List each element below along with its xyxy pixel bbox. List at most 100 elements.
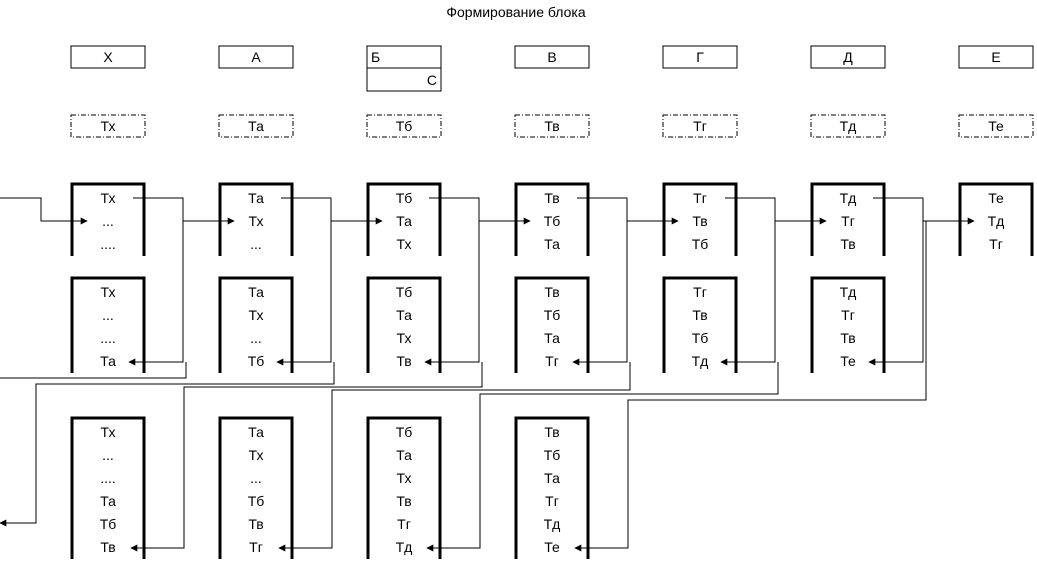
nodes-layer: ХТхТх.......Тх.......ТаТх.......ТаТбТвАТ… [70,45,1034,559]
connector-arrow [276,221,332,366]
stack-entry: Тх [101,190,116,206]
stack-entry: Тв [100,539,115,555]
label-box-g [662,45,738,69]
stack-entry: Тг [841,213,855,229]
stack-entry: Тх [397,330,412,346]
stack1-a: ТаТх... [218,182,294,256]
token-box-x [70,114,146,138]
stack-entry: Тб [544,307,561,323]
stack-frame [218,416,294,559]
label-text-b: Б [371,49,380,65]
label-box-e [958,45,1034,69]
label-box-d [810,45,886,69]
stack-entry: Тд [840,284,857,300]
token-box-b [366,114,442,138]
stack-entry: Та [100,493,116,509]
connector-arrow [0,362,335,527]
stack-frame [514,182,590,256]
stack-entry: Тв [840,236,855,252]
stack-entry: Тх [397,236,412,252]
stack-entry: Та [396,447,412,463]
stack-entry: Тг [397,516,411,532]
stack-entry: Тх [101,284,116,300]
stack-entry: Тх [249,307,264,323]
stack-entry: Тб [248,493,265,509]
connector-arrow [130,362,483,552]
token-box-v [514,114,590,138]
connector-arrow [868,221,924,366]
stack-entry: ... [250,236,262,252]
token-text-e: Те [988,118,1004,134]
stack-entry: Тв [840,330,855,346]
stack-entry: Тв [396,353,411,369]
stack-entry: Тд [840,190,857,206]
stack-entry: Тб [544,447,561,463]
stack-entry: Тг [841,307,855,323]
connector-line [873,197,924,221]
token-box-d [810,114,886,138]
stack-entry: Тв [396,493,411,509]
stack-entry: Тд [544,516,561,532]
stack-entry: Тг [693,284,707,300]
stack-frame [366,182,442,256]
stack2-x: Тх.......Та [70,276,146,373]
token-text-v: Тв [544,118,559,134]
stack-frame [958,182,1034,256]
stack-entry: .... [100,470,116,486]
stack-entry: Тв [692,213,707,229]
stack-entry: Та [248,424,264,440]
stack-entry: Тб [692,236,709,252]
stack-entry: Тг [249,539,263,555]
stack-frame [366,416,442,559]
token-box-a [218,114,294,138]
stack-frame [810,182,886,256]
stack-frame [218,276,294,373]
stack-entry: Та [248,284,264,300]
token-text-a: Та [248,118,264,134]
connector-line [725,197,776,221]
stack-entry: Тб [396,190,413,206]
token-text-d: Тд [840,118,857,134]
stack-entry: Тб [396,284,413,300]
token-text-b: Тб [396,118,413,134]
stack-entry: Те [544,539,560,555]
stack-entry: Тх [249,213,264,229]
stack-entry: Тб [692,330,709,346]
stack-entry: ... [102,447,114,463]
stack-entry: Тб [248,353,265,369]
stack-entry: .... [100,236,116,252]
stack-entry: Тв [248,516,263,532]
stack-entry: Тв [544,424,559,440]
stack-entry: Те [988,190,1004,206]
stack-frame [70,416,146,559]
connector-line [0,362,187,379]
connector-line [133,197,184,221]
connector-arrow [128,221,184,366]
stack-frame [810,276,886,373]
stack-frame [218,182,294,256]
connector-arrow [0,197,88,225]
sublabel-text-b: С [427,72,437,88]
connector-arrow [278,362,631,552]
stack-entry: Тх [101,424,116,440]
stack-entry: Тг [545,353,559,369]
connector-arrow [426,362,779,552]
connector-line [429,197,480,221]
stack-entry: ... [102,307,114,323]
stack1-x: Тх....... [70,182,146,256]
token-box-g [662,114,738,138]
stack-frame [366,276,442,373]
stack-entry: Тб [100,516,117,532]
stack-entry: Те [840,353,856,369]
